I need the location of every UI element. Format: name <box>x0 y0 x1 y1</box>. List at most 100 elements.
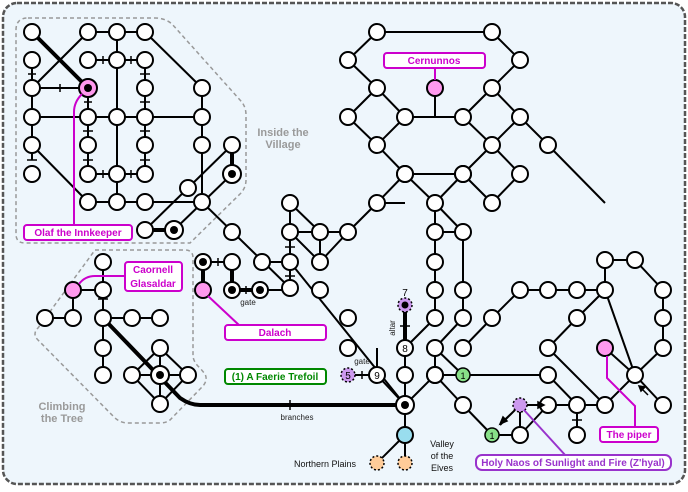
northern-plains-exit-1[interactable] <box>369 455 385 471</box>
map-node[interactable] <box>151 339 169 357</box>
map-node[interactable] <box>136 136 154 154</box>
map-node[interactable] <box>136 193 154 211</box>
map-node[interactable] <box>193 108 211 126</box>
map-node[interactable] <box>426 281 444 299</box>
map-node[interactable] <box>136 165 154 183</box>
map-node[interactable] <box>223 136 241 154</box>
map-node[interactable] <box>568 281 586 299</box>
map-node[interactable] <box>654 339 672 357</box>
map-node[interactable] <box>368 79 386 97</box>
map-node[interactable] <box>223 223 241 241</box>
map-node[interactable] <box>253 253 271 271</box>
map-node[interactable] <box>79 51 97 69</box>
map-node[interactable] <box>483 23 501 41</box>
map-node[interactable] <box>339 309 357 327</box>
map-node[interactable] <box>454 108 472 126</box>
map-node[interactable] <box>568 309 586 327</box>
map-node[interactable] <box>339 51 357 69</box>
map-node[interactable] <box>108 51 126 69</box>
map-node[interactable] <box>568 426 586 444</box>
map-node[interactable] <box>626 366 644 384</box>
map-node[interactable] <box>108 108 126 126</box>
trefoil-node-a[interactable] <box>455 367 471 383</box>
map-node[interactable] <box>136 23 154 41</box>
map-node[interactable] <box>123 366 141 384</box>
map-node[interactable] <box>311 281 329 299</box>
map-node[interactable] <box>368 136 386 154</box>
map-node[interactable] <box>454 281 472 299</box>
map-node[interactable] <box>654 281 672 299</box>
map-node[interactable] <box>193 79 211 97</box>
map-node[interactable] <box>426 366 444 384</box>
map-node[interactable] <box>94 281 112 299</box>
map-node[interactable] <box>179 179 197 197</box>
map-node[interactable] <box>281 253 299 271</box>
map-node[interactable] <box>454 396 472 414</box>
map-node[interactable] <box>94 366 112 384</box>
map-node[interactable] <box>596 396 614 414</box>
map-node[interactable] <box>193 193 211 211</box>
map-node[interactable] <box>311 253 329 271</box>
northern-plains-exit-2[interactable] <box>397 455 413 471</box>
map-node[interactable] <box>79 108 97 126</box>
map-node[interactable] <box>568 396 586 414</box>
map-node[interactable] <box>596 281 614 299</box>
map-node[interactable] <box>426 194 444 212</box>
map-node[interactable] <box>539 136 557 154</box>
map-node[interactable] <box>179 366 197 384</box>
map-node[interactable] <box>79 23 97 41</box>
map-node[interactable] <box>23 165 41 183</box>
map-node[interactable] <box>281 194 299 212</box>
map-node[interactable] <box>79 193 97 211</box>
map-node[interactable] <box>426 339 444 357</box>
map-node[interactable] <box>483 309 501 327</box>
map-node[interactable] <box>654 396 672 414</box>
map-node[interactable] <box>426 223 444 241</box>
map-node[interactable] <box>23 136 41 154</box>
map-node[interactable] <box>654 309 672 327</box>
map-node[interactable] <box>108 23 126 41</box>
map-node[interactable] <box>454 165 472 183</box>
map-node[interactable] <box>396 366 414 384</box>
map-node[interactable] <box>454 223 472 241</box>
map-node[interactable] <box>539 339 557 357</box>
map-node[interactable] <box>79 136 97 154</box>
map-node[interactable] <box>483 136 501 154</box>
dalach-node[interactable] <box>194 281 212 299</box>
map-node[interactable] <box>396 165 414 183</box>
node-8[interactable] <box>396 339 414 357</box>
map-node[interactable] <box>368 194 386 212</box>
map-node[interactable] <box>151 309 169 327</box>
map-node[interactable] <box>94 309 112 327</box>
map-node[interactable] <box>339 339 357 357</box>
map-node[interactable] <box>483 79 501 97</box>
map-node[interactable] <box>511 426 529 444</box>
map-node[interactable] <box>136 79 154 97</box>
trefoil-node-b[interactable] <box>484 427 500 443</box>
map-node[interactable] <box>483 194 501 212</box>
node-9[interactable] <box>368 366 386 384</box>
map-node[interactable] <box>94 339 112 357</box>
valley-entry-node[interactable] <box>396 426 414 444</box>
map-node[interactable] <box>136 108 154 126</box>
map-node[interactable] <box>23 23 41 41</box>
map-node[interactable] <box>626 251 644 269</box>
map-node[interactable] <box>596 251 614 269</box>
map-node[interactable] <box>426 309 444 327</box>
map-node[interactable] <box>368 23 386 41</box>
map-node[interactable] <box>281 223 299 241</box>
map-node[interactable] <box>79 165 97 183</box>
map-node[interactable] <box>511 281 529 299</box>
piper-node[interactable] <box>596 339 614 357</box>
map-node[interactable] <box>94 253 112 271</box>
map-node[interactable] <box>151 395 169 413</box>
cernunnos-node[interactable] <box>426 79 444 97</box>
map-node[interactable] <box>23 108 41 126</box>
map-node[interactable] <box>281 279 299 297</box>
caornell-node[interactable] <box>64 281 82 299</box>
map-node[interactable] <box>511 51 529 69</box>
map-node[interactable] <box>454 339 472 357</box>
map-node[interactable] <box>136 221 154 239</box>
node-5[interactable] <box>340 367 356 383</box>
map-node[interactable] <box>108 165 126 183</box>
